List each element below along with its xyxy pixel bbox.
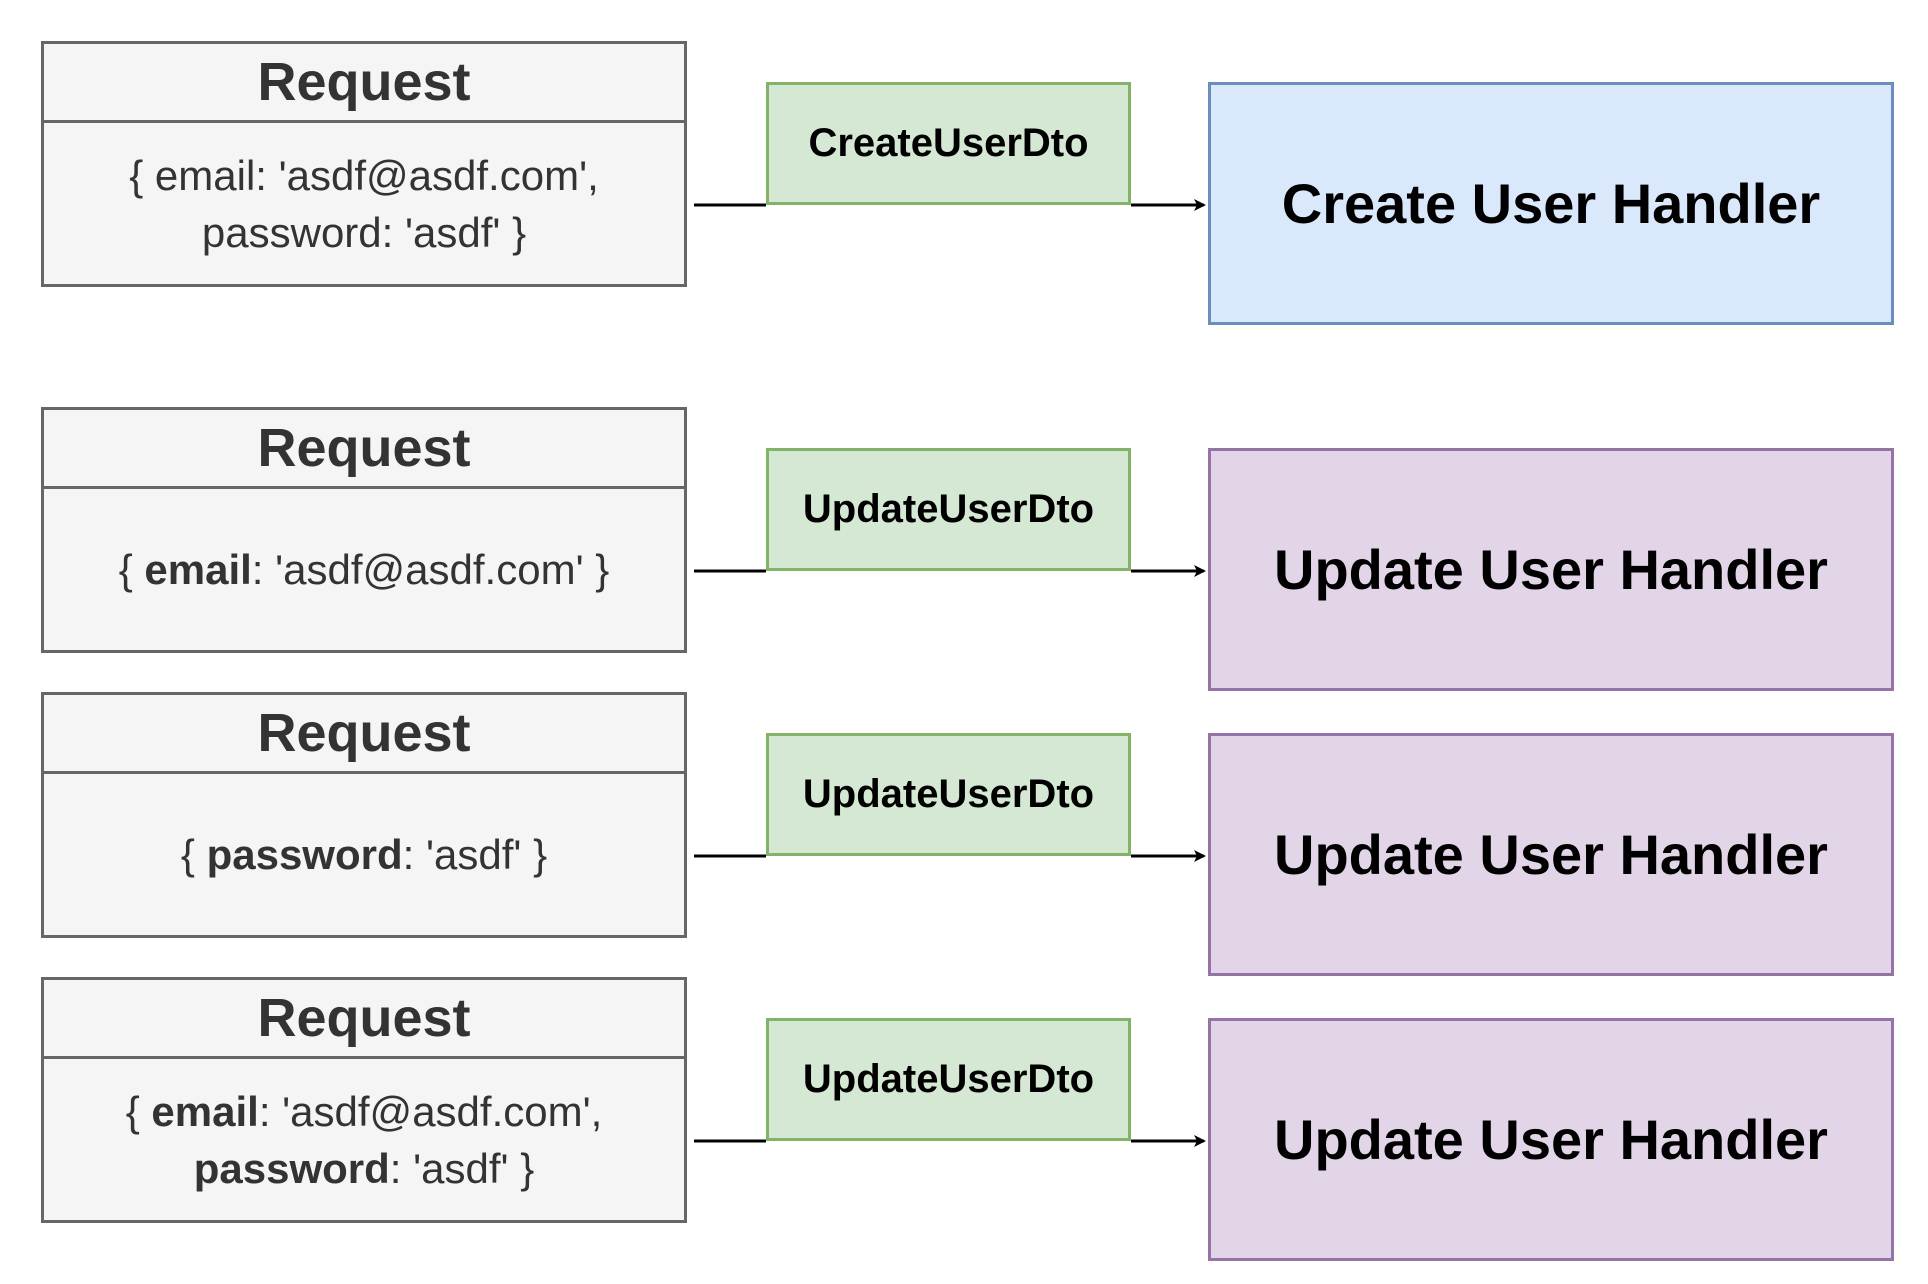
request-title: Request	[44, 980, 684, 1059]
payload-text: : 'asdf@asdf.com',	[258, 1087, 603, 1135]
request-title: Request	[44, 410, 684, 489]
dto-label-box: UpdateUserDto	[766, 733, 1131, 856]
payload-text: : 'asdf' }	[402, 831, 548, 878]
payload-key: password	[206, 831, 403, 878]
payload-line: password: 'asdf' }	[129, 204, 599, 261]
request-title: Request	[44, 695, 684, 774]
payload-text: : 'asdf@asdf.com' }	[251, 546, 610, 593]
request-payload: { email: 'asdf@asdf.com' }	[44, 489, 684, 650]
request-payload: { password: 'asdf' }	[44, 774, 684, 935]
request-payload: { email: 'asdf@asdf.com',password: 'asdf…	[44, 1059, 684, 1220]
payload-line: { email: 'asdf@asdf.com',	[126, 1083, 603, 1140]
dto-label-box: UpdateUserDto	[766, 448, 1131, 571]
create-user-handler-box: Create User Handler	[1208, 82, 1894, 325]
payload-text: : 'asdf' }	[389, 1144, 535, 1192]
payload-line: password: 'asdf' }	[126, 1140, 603, 1197]
payload-key: password	[193, 1144, 390, 1192]
payload-line: { email: 'asdf@asdf.com' }	[119, 541, 610, 598]
request-payload: { email: 'asdf@asdf.com', password: 'asdf…	[44, 123, 684, 284]
request-box: Request { email: 'asdf@asdf.com' }	[41, 407, 687, 653]
request-box: Request { email: 'asdf@asdf.com', password…	[41, 41, 687, 287]
payload-line: { password: 'asdf' }	[181, 826, 547, 883]
update-user-handler-box: Update User Handler	[1208, 1018, 1894, 1261]
payload-text: password: 'asdf' }	[201, 208, 527, 256]
request-box: Request { password: 'asdf' }	[41, 692, 687, 938]
payload-key: email	[144, 546, 252, 593]
request-title: Request	[44, 44, 684, 123]
payload-text: {	[118, 546, 145, 593]
update-user-handler-box: Update User Handler	[1208, 733, 1894, 976]
request-box: Request{ email: 'asdf@asdf.com',password…	[41, 977, 687, 1223]
payload-text: {	[180, 831, 207, 878]
payload-key: email	[151, 1087, 259, 1135]
update-user-handler-box: Update User Handler	[1208, 448, 1894, 691]
payload-text: {	[125, 1087, 152, 1135]
dto-label-box: UpdateUserDto	[766, 1018, 1131, 1141]
payload-line: { email: 'asdf@asdf.com',	[129, 147, 599, 204]
payload-text: { email: 'asdf@asdf.com',	[129, 151, 599, 199]
dto-label-box: CreateUserDto	[766, 82, 1131, 205]
